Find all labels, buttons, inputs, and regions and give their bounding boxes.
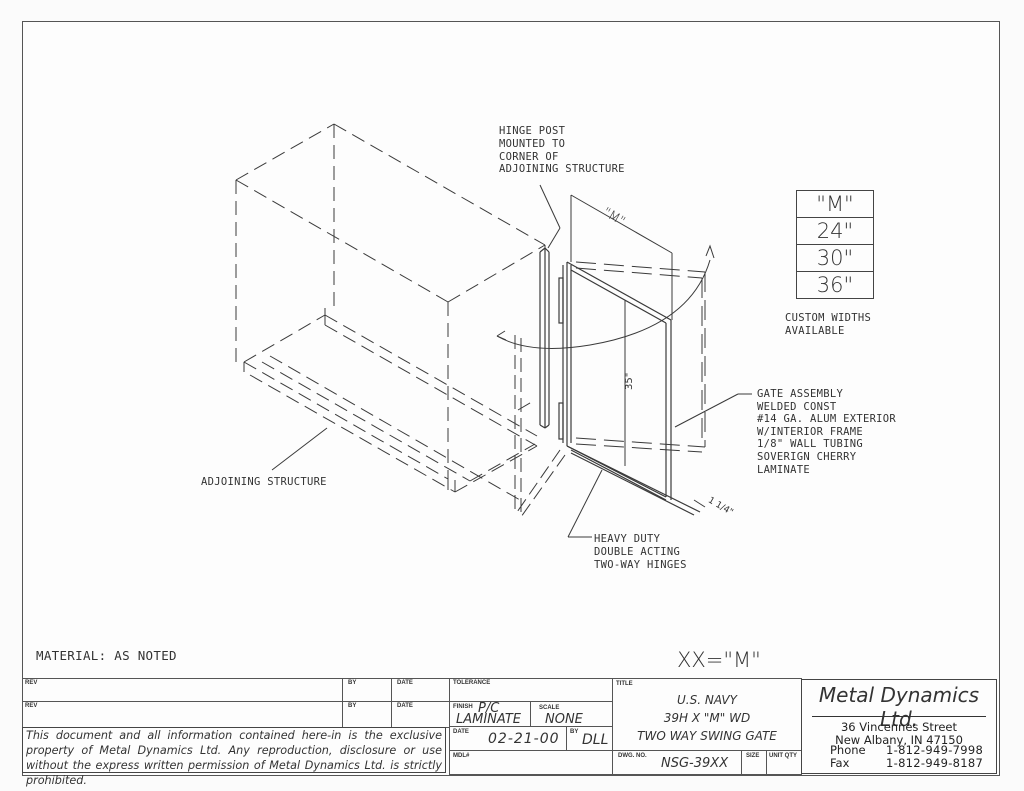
company-street: 36 Vincennes Street — [840, 720, 958, 734]
title-label: TITLE — [616, 681, 633, 687]
company-name: Metal Dynamics Ltd. — [818, 683, 980, 731]
tolerance-cell: TOLERANCE — [449, 678, 613, 702]
date-cell: DATE 02-21-00 — [449, 726, 567, 751]
width-option-24: 24" — [797, 218, 873, 245]
finish-cell: FINISH P/C LAMINATE — [449, 701, 531, 727]
date-value: 02-21-00 — [488, 731, 560, 747]
height-dimension-label: 35" — [624, 373, 635, 390]
hinge-post — [539, 247, 550, 429]
unit-qty-label: UNIT QTY — [769, 753, 797, 759]
company-city: New Albany, IN 47150 — [835, 732, 963, 747]
title-line-3: TWO WAY SWING GATE — [637, 729, 777, 743]
company-address: 36 Vincennes Street New Albany, IN 47150 — [802, 721, 996, 746]
gate-assembly-callout: GATE ASSEMBLY WELDED CONST #14 GA. ALUM … — [757, 388, 897, 476]
scale-label: SCALE — [539, 705, 560, 711]
width-dimension-label: "M" — [600, 205, 628, 230]
width-option-36: 36" — [816, 273, 854, 297]
gate-panel — [558, 261, 701, 516]
tolerance-label: TOLERANCE — [453, 680, 491, 686]
proprietary-notice: This document and all information contai… — [22, 727, 446, 787]
date-label: DATE — [453, 729, 469, 735]
adjoining-structure-outline — [235, 123, 546, 501]
hinges-callout: HEAVY DUTY DOUBLE ACTING TWO-WAY HINGES — [594, 533, 687, 571]
by-label: BY — [348, 703, 357, 709]
rev-row-2-by: BY — [342, 701, 392, 728]
fax-label: Fax — [830, 756, 850, 770]
size-cell: SIZE — [741, 750, 767, 775]
title-line-1: U.S. NAVY — [677, 693, 737, 707]
rev-row-1-by: BY — [342, 678, 392, 702]
dwg-no-label: DWG. NO. — [618, 753, 647, 759]
mdl-cell: MDL# — [449, 750, 613, 775]
width-option-30: 30" — [797, 245, 873, 272]
size-label: SIZE — [746, 753, 760, 759]
mdl-label: MDL# — [453, 753, 470, 759]
drawn-by-cell: BY DLL — [566, 726, 613, 751]
finish-label: FINISH — [453, 704, 473, 710]
rev-row-1: REV — [22, 678, 343, 702]
adjoining-structure-callout: ADJOINING STRUCTURE — [201, 476, 327, 488]
thickness-dimension-label: 1 1/4" — [706, 496, 735, 518]
title-line-2: 39H X "M" WD — [663, 711, 751, 725]
finish-value-pc: P/C — [478, 701, 500, 716]
width-options-table: "M" 24" 30" 36" — [796, 190, 874, 299]
custom-widths-note: CUSTOM WIDTHS AVAILABLE — [785, 312, 872, 337]
dwg-no-cell: DWG. NO. NSG-39XX — [612, 750, 742, 775]
fax-value: 1-812-949-8187 — [886, 756, 984, 770]
material-note: MATERIAL: AS NOTED — [36, 648, 177, 663]
scale-value: NONE — [545, 712, 583, 727]
by-label: BY — [348, 680, 357, 686]
date-label: DATE — [397, 703, 413, 709]
legend-xx-equals-m: XX="M" — [677, 648, 761, 672]
dwg-no-value: NSG-39XX — [661, 756, 729, 771]
drawn-by-value: DLL — [582, 732, 609, 748]
drawing-sheet-border — [22, 21, 1000, 776]
phone-label: Phone — [830, 743, 866, 757]
scale-cell: SCALE NONE — [530, 701, 613, 727]
phone-value: 1-812-949-7998 — [886, 743, 984, 757]
company-divider — [812, 716, 986, 717]
drawing-title: U.S. NAVY 39H X "M" WD TWO WAY SWING GAT… — [613, 691, 801, 745]
hinge-post-callout: HINGE POST MOUNTED TO CORNER OF ADJOININ… — [499, 125, 625, 176]
rev-label: REV — [25, 680, 38, 686]
width-table-header: "M" — [797, 191, 873, 218]
rev-label: REV — [25, 703, 38, 709]
by-label: BY — [570, 729, 579, 735]
unit-qty-cell: UNIT QTY — [766, 750, 802, 775]
date-label: DATE — [397, 680, 413, 686]
rev-row-2: REV — [22, 701, 343, 728]
leader-lines — [271, 184, 752, 538]
rev-row-2-date: DATE — [391, 701, 450, 728]
title-cell: TITLE U.S. NAVY 39H X "M" WD TWO WAY SWI… — [612, 678, 802, 751]
finish-value-laminate: LAMINATE — [456, 712, 522, 727]
company-block: Metal Dynamics Ltd. 36 Vincennes Street … — [801, 679, 997, 774]
rev-row-1-date: DATE — [391, 678, 450, 702]
